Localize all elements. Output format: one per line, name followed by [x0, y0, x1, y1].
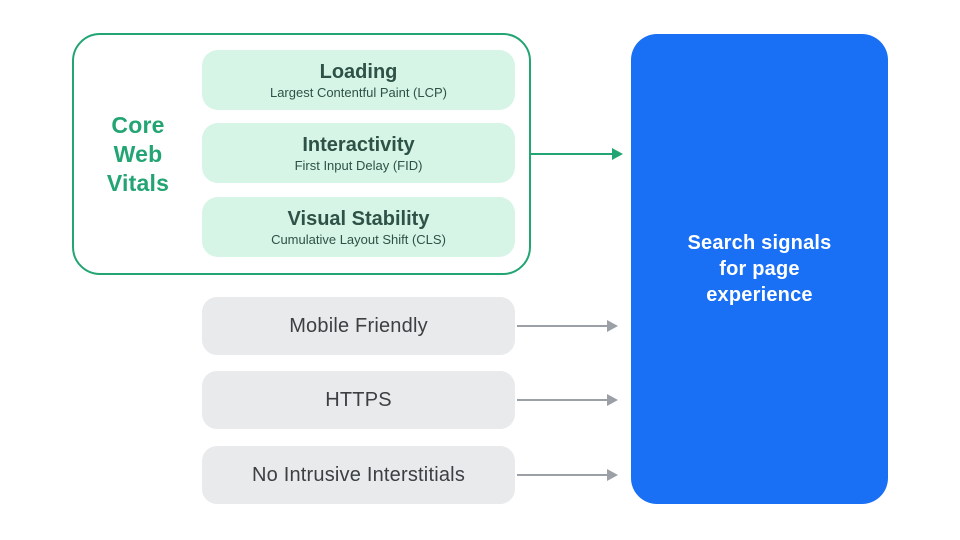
signal-mobile-friendly: Mobile Friendly — [202, 297, 515, 355]
signal-no-intrusive-interstitials-label: No Intrusive Interstitials — [251, 463, 466, 486]
vital-card-loading: Loading Largest Contentful Paint (LCP) — [202, 50, 515, 110]
vital-card-visual-stability: Visual Stability Cumulative Layout Shift… — [202, 197, 515, 257]
signal-no-intrusive-interstitials: No Intrusive Interstitials — [202, 446, 515, 504]
core-web-vitals-label-area: Core Web Vitals — [72, 33, 204, 275]
vital-card-loading-subtitle: Largest Contentful Paint (LCP) — [269, 84, 448, 100]
search-signals-label: Search signals for page experience — [687, 232, 832, 306]
core-web-vitals-arrow-icon — [531, 148, 623, 160]
core-web-vitals-label: Core Web Vitals — [106, 111, 170, 196]
vital-card-interactivity-title: Interactivity — [302, 133, 415, 156]
signal-mobile-friendly-label: Mobile Friendly — [289, 314, 428, 337]
vital-card-visual-stability-title: Visual Stability — [287, 207, 430, 230]
core-web-vitals-group-outline — [72, 33, 531, 275]
search-signals-box: Search signals for page experience — [631, 34, 888, 504]
vital-card-visual-stability-subtitle: Cumulative Layout Shift (CLS) — [271, 231, 446, 247]
https-arrow-icon — [517, 394, 618, 406]
vital-card-interactivity: Interactivity First Input Delay (FID) — [202, 123, 515, 183]
mobile-friendly-arrow-icon — [517, 320, 618, 332]
signal-https-label: HTTPS — [325, 388, 392, 411]
signal-https: HTTPS — [202, 371, 515, 429]
vital-card-interactivity-subtitle: First Input Delay (FID) — [294, 157, 423, 173]
no-intrusive-interstitials-arrow-icon — [517, 469, 618, 481]
vital-card-loading-title: Loading — [319, 60, 398, 83]
